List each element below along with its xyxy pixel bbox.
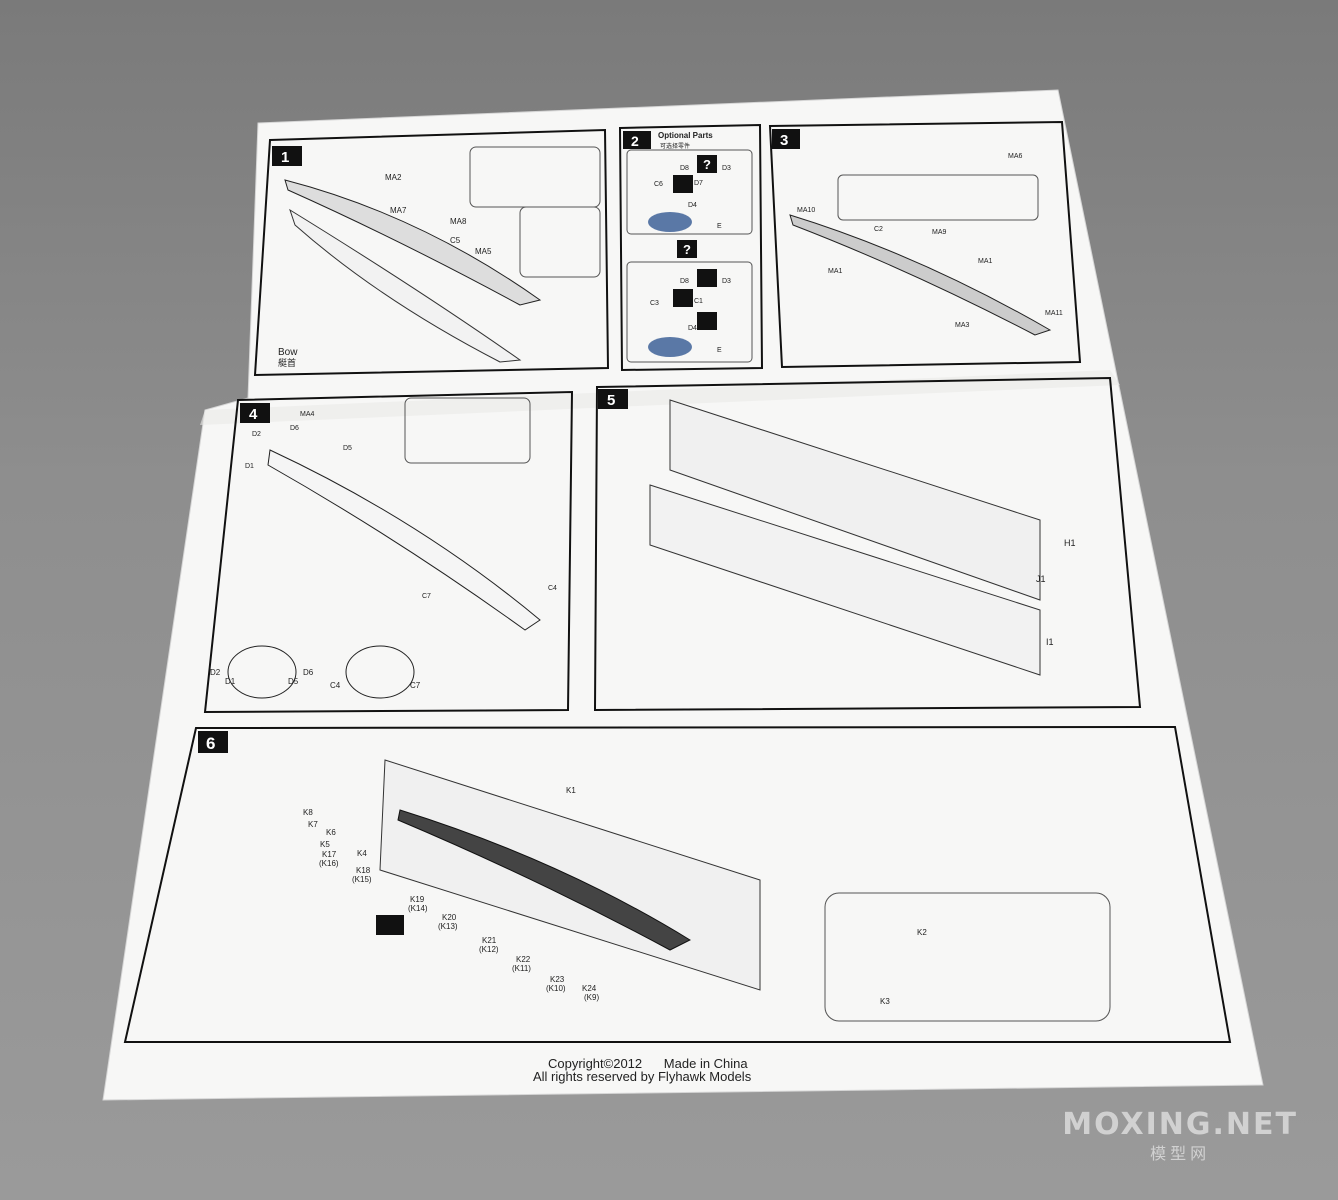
step-6-label: K8 xyxy=(303,808,313,817)
step-3-label: MA10 xyxy=(797,207,815,214)
step-2-label: C3 xyxy=(650,300,659,307)
step-6-label: (K10) xyxy=(546,984,566,993)
bow-label: Bow xyxy=(278,347,298,358)
step-2-title: Optional Parts xyxy=(658,131,713,140)
step-3-label: MA11 xyxy=(1045,310,1063,317)
step-4-label: C4 xyxy=(548,585,557,592)
step-6-label: K18 xyxy=(356,866,371,875)
step-2-label: C1 xyxy=(694,298,703,305)
step-6-label: K2 xyxy=(917,928,927,937)
step-6-label: K21 xyxy=(482,936,497,945)
step-6-label: (K12) xyxy=(479,945,499,954)
step-6-label: K5 xyxy=(320,840,330,849)
step-3-label: MA3 xyxy=(955,322,970,329)
step-4-label: D6 xyxy=(303,668,314,677)
step-6-panel: 6 K1 K8 K7 K6 K5 K17 (K16) K4 K18 (K15) … xyxy=(123,725,1232,1043)
step-2-panel: 2 Optional Parts 可选择零件 ? ? D8 D3 C6 D7 D… xyxy=(618,123,764,372)
step-6-label: K24 xyxy=(582,984,597,993)
step-6-label: K20 xyxy=(442,913,457,922)
step-2-label: E xyxy=(717,347,722,354)
step-3-label: MA6 xyxy=(1008,153,1023,160)
question-mark: ? xyxy=(683,242,691,257)
watermark-sub: 模型网 xyxy=(1150,1144,1211,1163)
step-6-label: (K16) xyxy=(319,859,339,868)
step-1-label: C5 xyxy=(450,236,461,245)
step-2-title-cn: 可选择零件 xyxy=(660,142,690,150)
watermark: MOXING.NET 模型网 xyxy=(1062,1107,1298,1164)
step-4-label: D1 xyxy=(245,463,254,470)
step-6-label: K1 xyxy=(566,786,576,795)
step-6-label: K4 xyxy=(357,849,367,858)
step-3-label: MA1 xyxy=(978,258,993,265)
step-5-label: H1 xyxy=(1064,538,1076,548)
step-6-label: K22 xyxy=(516,955,531,964)
step-4-label: D6 xyxy=(290,425,299,432)
step-2-label: E xyxy=(717,223,722,230)
question-mark: ? xyxy=(703,157,711,172)
step-6-label: K17 xyxy=(322,850,337,859)
step-6-label: (K15) xyxy=(352,875,372,884)
step-4-label: MA4 xyxy=(300,411,315,418)
step-6-label: (K9) xyxy=(584,993,599,1002)
step-2-label: D4 xyxy=(688,202,697,209)
step-4-label: D5 xyxy=(288,677,299,686)
step-2-label: D8 xyxy=(680,165,689,172)
step-6-label: K6 xyxy=(326,828,336,837)
step-3-panel: 3 MA6 MA10 C2 MA9 MA1 MA1 MA11 MA3 xyxy=(768,120,1082,369)
paper-fold-shadow xyxy=(200,370,1120,425)
step-4-label: C4 xyxy=(330,681,341,690)
step-5-panel: 5 H1 J1 I1 xyxy=(593,376,1142,712)
step-4-label: C7 xyxy=(422,593,431,600)
step-6-number: 6 xyxy=(206,734,215,753)
bow-label-cn: 艇首 xyxy=(278,357,296,368)
step-3-label: MA1 xyxy=(828,268,843,275)
step-1-panel: 1 MA2 MA7 MA8 C5 MA5 Bow 艇首 xyxy=(253,128,610,377)
step-4-label: D2 xyxy=(252,431,261,438)
step-5-label: J1 xyxy=(1036,574,1046,584)
step-3-label: MA9 xyxy=(932,229,947,236)
step-4-label: D1 xyxy=(225,677,236,686)
step-5-number: 5 xyxy=(607,392,615,409)
copyright-line: Copyright©2012 Made in China xyxy=(548,1056,748,1071)
step-6-label: K19 xyxy=(410,895,425,904)
step-4-label: C7 xyxy=(410,681,421,690)
step-6-label: (K13) xyxy=(438,922,458,931)
step-4-label: D2 xyxy=(210,668,221,677)
step-6-label: (K11) xyxy=(512,964,531,973)
step-6-label: K23 xyxy=(550,975,565,984)
step-2-label: D3 xyxy=(722,165,731,172)
step-1-label: MA2 xyxy=(385,173,402,182)
step-2-label: D3 xyxy=(722,278,731,285)
step-2-number: 2 xyxy=(631,133,639,149)
step-6-label: K3 xyxy=(880,997,890,1006)
step-6-label: (K14) xyxy=(408,904,428,913)
step-6-label: K7 xyxy=(308,820,318,829)
step-1-label: MA8 xyxy=(450,217,467,226)
watermark-text: MOXING.NET xyxy=(1062,1107,1298,1142)
step-2-label: C6 xyxy=(654,181,663,188)
rights-line: All rights reserved by Flyhawk Models xyxy=(533,1069,752,1084)
step-3-number: 3 xyxy=(780,132,788,149)
step-1-number: 1 xyxy=(281,149,289,166)
step-1-label: MA7 xyxy=(390,206,407,215)
step-2-label: D7 xyxy=(694,180,703,187)
step-2-label: D4 xyxy=(688,325,697,332)
step-5-label: I1 xyxy=(1046,637,1054,647)
step-4-panel: 4 MA4 D2 D6 D5 D1 C4 C7 D2 D6 D1 D5 C4 C… xyxy=(203,390,574,714)
step-4-label: D5 xyxy=(343,445,352,452)
step-2-label: D8 xyxy=(680,278,689,285)
step-4-number: 4 xyxy=(249,406,258,423)
step-3-label: C2 xyxy=(874,226,883,233)
step-1-label: MA5 xyxy=(475,247,492,256)
